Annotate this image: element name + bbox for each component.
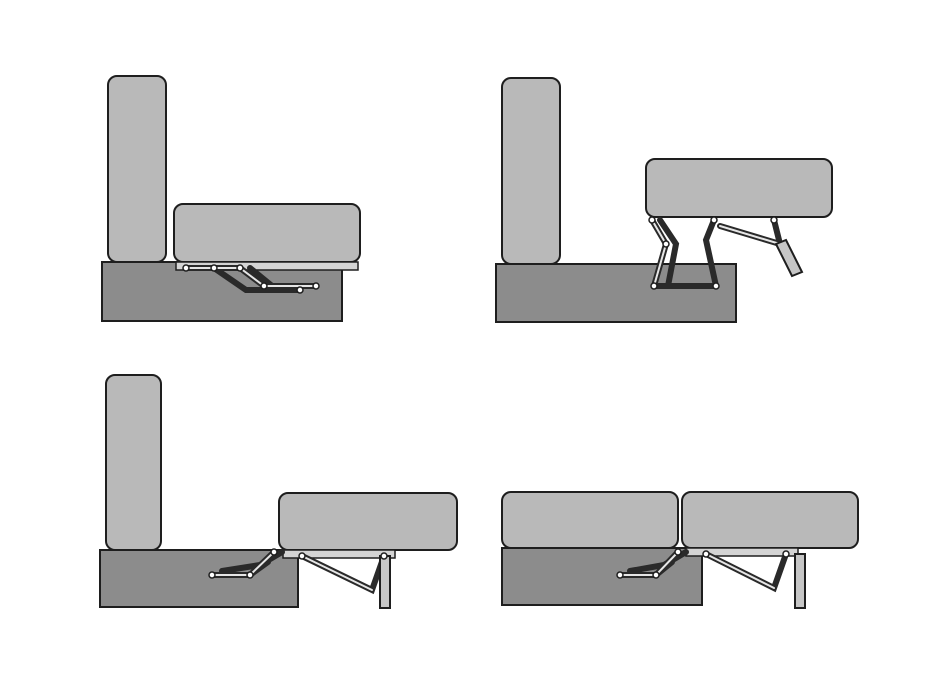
seat-cushion [173,203,361,263]
panel-bed-unfolded [501,491,859,609]
panel-seat-lifted [495,77,833,323]
folding-mechanism [208,548,396,609]
mechanism-rail [175,261,359,271]
backrest-cushion [107,75,167,263]
seat-cushion [645,158,833,218]
support-leg [774,238,804,278]
folding-mechanism [616,547,806,609]
backrest-cushion [501,77,561,265]
panel-folded-sofa [101,75,361,322]
folding-mechanism [648,216,804,290]
folding-mechanism [175,261,359,294]
seat-cushion [681,491,859,549]
support-leg [794,553,806,609]
support-leg [379,555,391,609]
backrest-cushion [105,374,162,551]
sofa-base [495,263,737,323]
backrest-cushion [501,491,679,549]
panel-seat-extended [99,374,458,609]
seat-cushion [278,492,458,551]
